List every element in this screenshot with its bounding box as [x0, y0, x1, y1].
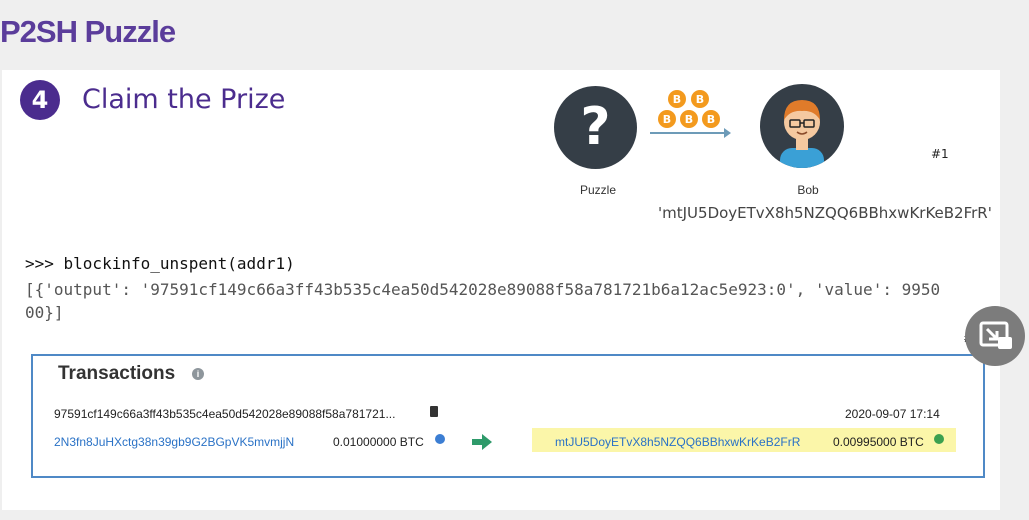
- info-icon[interactable]: i: [192, 368, 204, 380]
- svg-text:B: B: [673, 93, 681, 106]
- output-highlight: [532, 428, 956, 452]
- arrow-right-icon: [472, 434, 492, 450]
- globe-icon[interactable]: [435, 434, 445, 444]
- puzzle-glyph: ?: [580, 97, 611, 157]
- question-mark-icon: ?: [554, 86, 637, 169]
- svg-text:B: B: [663, 113, 671, 126]
- output-address-link[interactable]: mtJU5DoyETvX8h5NZQQ6BBhxwKrKeB2FrR: [555, 435, 801, 449]
- transaction-hash[interactable]: 97591cf149c66a3ff43b535c4ea50d542028e890…: [54, 407, 396, 421]
- picture-in-picture-icon[interactable]: [965, 306, 1025, 366]
- transactions-panel: [31, 354, 985, 478]
- code-output: [{'output': '97591cf149c66a3ff43b535c4ea…: [25, 280, 941, 322]
- recipient-address: 'mtJU5DoyETvX8h5NZQQ6BBhxwKrKeB2FrR': [658, 204, 992, 222]
- marker-1: #1: [931, 147, 949, 161]
- page-title: P2SH Puzzle: [0, 14, 176, 49]
- input-amount: 0.01000000 BTC: [333, 435, 424, 449]
- code-command: >>> blockinfo_unspent(addr1): [25, 254, 295, 273]
- transaction-date: 2020-09-07 17:14: [845, 407, 940, 421]
- svg-text:B: B: [696, 93, 704, 106]
- clipboard-icon[interactable]: [430, 406, 438, 417]
- svg-text:B: B: [685, 113, 693, 126]
- input-address-link[interactable]: 2N3fn8JuHXctg38n39gb9G2BGpVK5mvmjjN: [54, 435, 295, 449]
- step-title: Claim the Prize: [82, 84, 286, 115]
- transfer-arrow-head: [724, 128, 731, 138]
- svg-text:B: B: [707, 113, 715, 126]
- bob-label: Bob: [797, 183, 819, 197]
- globe-icon[interactable]: [934, 434, 944, 444]
- step-number-badge: 4: [20, 80, 60, 120]
- transfer-arrow-line: [650, 132, 728, 134]
- puzzle-label: Puzzle: [579, 183, 617, 197]
- person-avatar-icon: [760, 84, 844, 168]
- transactions-heading: Transactions: [58, 363, 176, 384]
- output-amount: 0.00995000 BTC: [833, 435, 924, 449]
